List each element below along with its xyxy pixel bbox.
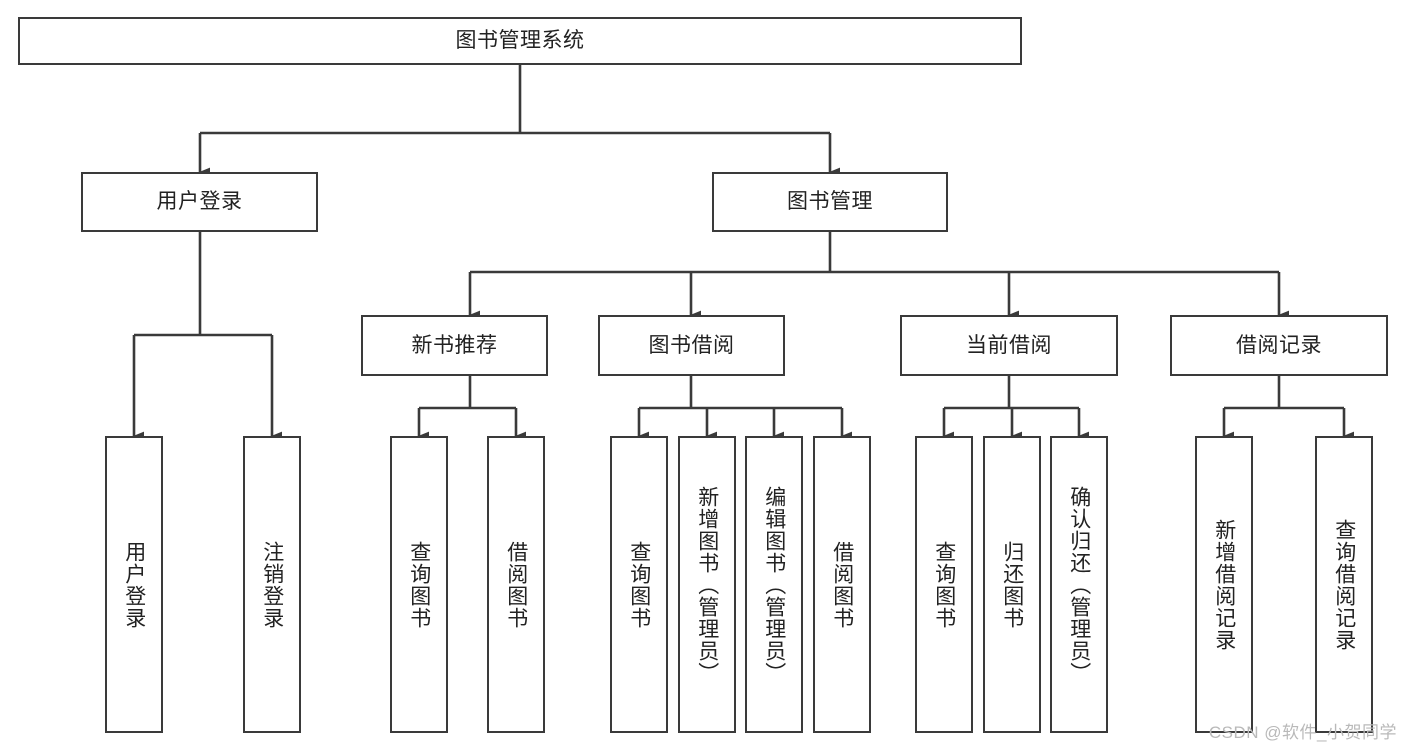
leaf-recommend-borrow-book[interactable]: 借阅图书 <box>487 436 545 733</box>
node-label: 新增借阅记录 <box>1212 518 1236 651</box>
node-label: 图书管理系统 <box>455 29 585 53</box>
node-label: 借阅图书 <box>504 540 528 629</box>
node-label: 图书管理 <box>787 190 873 214</box>
leaf-borrow-borrow-book[interactable]: 借阅图书 <box>813 436 871 733</box>
node-label: 借阅记录 <box>1236 333 1322 357</box>
node-new-book-recommend[interactable]: 新书推荐 <box>361 315 548 376</box>
node-root-system[interactable]: 图书管理系统 <box>18 17 1022 65</box>
leaf-record-add-record[interactable]: 新增借阅记录 <box>1195 436 1253 733</box>
leaf-record-query-record[interactable]: 查询借阅记录 <box>1315 436 1373 733</box>
node-label: 查询图书 <box>932 540 956 629</box>
watermark-text: CSDN @软件_小贺同学 <box>1208 723 1397 742</box>
node-label: 查询借阅记录 <box>1332 518 1356 651</box>
node-label: 新书推荐 <box>411 333 498 357</box>
node-borrow-record[interactable]: 借阅记录 <box>1170 315 1388 376</box>
leaf-borrow-edit-book-admin[interactable]: 编辑图书（管理员） <box>745 436 803 733</box>
leaf-borrow-query-book[interactable]: 查询图书 <box>610 436 668 733</box>
node-label: 用户登录 <box>156 190 243 214</box>
node-label: 归还图书 <box>1000 540 1024 629</box>
node-label: 当前借阅 <box>966 333 1052 357</box>
node-label: 新增图书（管理员） <box>695 485 719 684</box>
leaf-current-return-book[interactable]: 归还图书 <box>983 436 1041 733</box>
node-label: 注销登录 <box>260 540 284 629</box>
node-current-borrow[interactable]: 当前借阅 <box>900 315 1118 376</box>
node-label: 确认归还（管理员） <box>1067 485 1091 684</box>
leaf-recommend-query-book[interactable]: 查询图书 <box>390 436 448 733</box>
node-label: 借阅图书 <box>830 540 854 629</box>
leaf-user-login-logout[interactable]: 注销登录 <box>243 436 301 733</box>
leaf-borrow-add-book-admin[interactable]: 新增图书（管理员） <box>678 436 736 733</box>
node-label: 查询图书 <box>627 540 651 629</box>
leaf-user-login-login[interactable]: 用户登录 <box>105 436 163 733</box>
node-label: 查询图书 <box>407 540 431 629</box>
node-label: 用户登录 <box>122 540 146 629</box>
leaf-current-query-book[interactable]: 查询图书 <box>915 436 973 733</box>
node-label: 图书借阅 <box>648 333 735 357</box>
node-book-borrow[interactable]: 图书借阅 <box>598 315 785 376</box>
leaf-current-confirm-return-admin[interactable]: 确认归还（管理员） <box>1050 436 1108 733</box>
node-book-management[interactable]: 图书管理 <box>712 172 948 232</box>
node-user-login[interactable]: 用户登录 <box>81 172 318 232</box>
node-label: 编辑图书（管理员） <box>762 485 786 684</box>
